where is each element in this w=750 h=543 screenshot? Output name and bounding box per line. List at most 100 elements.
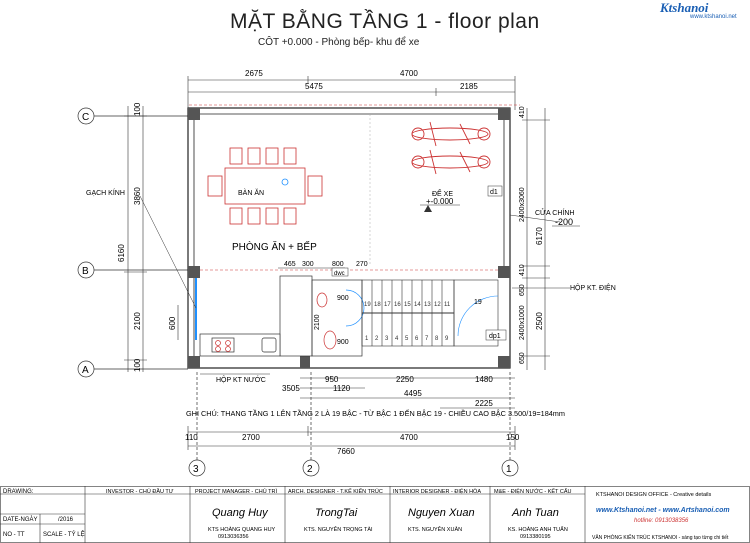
label-level: +-0.000	[426, 197, 454, 206]
label-dim-2100: 2100	[314, 314, 321, 330]
wc-room	[279, 275, 365, 357]
dim-bot-5a: 110	[185, 433, 198, 442]
axis-bubbles-left	[77, 107, 188, 378]
step-lower-7: 7	[425, 336, 429, 342]
tb-no: NO - TT	[3, 532, 25, 538]
axis-a: A	[82, 365, 89, 376]
dim-left-2: 3860	[133, 187, 142, 205]
axis-3: 3	[193, 464, 199, 475]
kitchen-counter	[199, 333, 281, 357]
dim-right-3: 2500	[535, 312, 544, 330]
floor-plan-drawing: 2675 4700 5475 2185 100 3860 6160 2100 1…	[77, 69, 616, 477]
label-phong-an: PHÒNG ĂN + BẾP	[232, 240, 317, 253]
label-dim-900-a: 900	[337, 295, 349, 302]
tb-me-name: KS. HOÀNG ANH TUẤN	[508, 526, 568, 533]
dim-right-6: 650	[519, 352, 526, 364]
dim-bot-4: 2225	[475, 399, 493, 408]
title-block: DRAWING: DATE-NGÀY /2016 NO - TT SCALE -…	[0, 486, 750, 543]
dim-mid-1: 465	[284, 261, 296, 268]
dim-bot-2b: 1120	[333, 384, 351, 393]
staircase	[361, 279, 455, 347]
page-subtitle: CÔT +0.000 - Phòng bếp- khu để xe	[258, 37, 420, 48]
tb-hotline: hotline: 0913038356	[634, 518, 689, 524]
dim-bot-3: 4495	[404, 389, 422, 398]
step-upper-4: 16	[394, 302, 401, 308]
page-title: MẶT BẰNG TẦNG 1 - floor plan	[230, 10, 540, 33]
motorbikes	[411, 121, 491, 175]
step-upper-7: 13	[424, 302, 431, 308]
step-upper-9: 11	[444, 302, 451, 308]
step-upper-6: 14	[414, 302, 421, 308]
axis-b: B	[82, 266, 89, 277]
dim-left-6: 600	[168, 316, 177, 330]
label-step-19: 19	[474, 299, 482, 306]
tb-me: M&E - ĐIỆN NƯỚC - KẾT CẤU	[494, 487, 571, 495]
step-upper-2: 18	[374, 302, 381, 308]
brand-logo-url: www.ktshanoi.net	[690, 14, 737, 20]
dim-right-7: 410	[519, 106, 526, 118]
step-lower-1: 1	[365, 336, 369, 342]
step-upper-5: 15	[404, 302, 411, 308]
tb-date-label: DATE-NGÀY	[3, 516, 38, 523]
right-dimensions	[522, 108, 550, 370]
tb-pm-signature: Quang Huy	[212, 507, 269, 519]
dim-left-4: 2100	[133, 312, 142, 330]
dim-top-1: 2675	[245, 69, 263, 78]
dim-left-1: 100	[133, 102, 142, 116]
label-d1: d1	[490, 189, 498, 196]
bottom-dimensions	[187, 377, 516, 450]
tb-drawing: DRAWING:	[3, 489, 34, 495]
brand-logo: Ktshanoi	[660, 0, 709, 15]
dim-bot-2a: 3505	[282, 384, 300, 393]
tb-scale: SCALE - TỶ LỆ	[43, 530, 85, 538]
label-level-2: -200	[555, 217, 573, 227]
tb-pm-name: KTS HOÀNG QUANG HUY	[208, 526, 276, 533]
label-gach-kinh: GẠCH KÍNH	[86, 188, 125, 197]
axis-2: 2	[307, 464, 313, 475]
step-lower-2: 2	[375, 336, 379, 342]
step-lower-6: 6	[415, 336, 419, 342]
dim-top-3: 5475	[305, 82, 323, 91]
dim-right-1: 2400x3060	[519, 187, 526, 222]
dim-right-2: 6170	[535, 227, 544, 245]
dim-mid-3: 800	[332, 261, 344, 268]
dim-bot-1a: 950	[325, 375, 339, 384]
dim-mid-2: 300	[302, 261, 314, 268]
label-dp1: dp1	[489, 333, 501, 340]
step-lower-5: 5	[405, 336, 409, 342]
tb-pm: PROJECT MANAGER - CHỦ TRÌ	[195, 488, 277, 495]
label-hop-kt-nuoc: HỘP KT NƯỚC	[216, 375, 266, 384]
label-wc: dwc	[334, 271, 345, 277]
dim-mid-4: 270	[356, 261, 368, 268]
building-walls	[187, 107, 511, 369]
label-hop-kt-dien: HỘP KT. ĐIỆN	[570, 283, 616, 292]
label-ban-an: BÀN ĂN	[238, 188, 264, 197]
label-cua-chinh: CỬA CHÍNH	[535, 208, 574, 217]
top-dimensions	[187, 76, 520, 110]
axis-1: 1	[506, 464, 512, 475]
dim-bot-1c: 1480	[475, 375, 493, 384]
stair-note: GHI CHÚ: THANG TẦNG 1 LÊN TẦNG 2 LÀ 19 B…	[186, 408, 565, 418]
tb-web: www.Ktshanoi.net - www.Artshanoi.com	[596, 507, 730, 514]
label-de-xe: ĐỂ XE	[432, 189, 453, 198]
tb-interior-signature: Nguyen Xuan	[408, 507, 475, 519]
tb-pm-phone: 0913036356	[218, 534, 249, 540]
tb-interior-name: KTS. NGUYỄN XUÂN	[408, 526, 462, 533]
dim-top-4: 2185	[460, 82, 478, 91]
step-lower-3: 3	[385, 336, 389, 342]
step-lower-8: 8	[435, 336, 439, 342]
dim-bot-6: 7660	[337, 447, 355, 456]
tb-office: KTSHANOI DESIGN OFFICE - Creative detail…	[596, 492, 711, 498]
level-marker	[420, 204, 460, 212]
dim-bot-1b: 2250	[396, 375, 414, 384]
tb-date-value: /2016	[58, 517, 74, 523]
step-lower-9: 9	[445, 336, 449, 342]
tb-arch-name: KTS. NGUYỄN TRỌNG TÀI	[304, 526, 373, 533]
tb-arch: ARCH. DESIGNER - T.KẾ KIẾN TRÚC	[288, 488, 383, 495]
dim-right-5: 650	[519, 284, 526, 296]
tb-footer: VĂN PHÒNG KIẾN TRÚC KTSHANOI - sáng tạo …	[592, 534, 729, 541]
tb-interior: INTERIOR DESIGNER - ĐIỆN HÒA	[393, 487, 481, 495]
step-upper-8: 12	[434, 302, 441, 308]
axis-c: C	[82, 112, 89, 123]
dim-top-2: 4700	[400, 69, 418, 78]
